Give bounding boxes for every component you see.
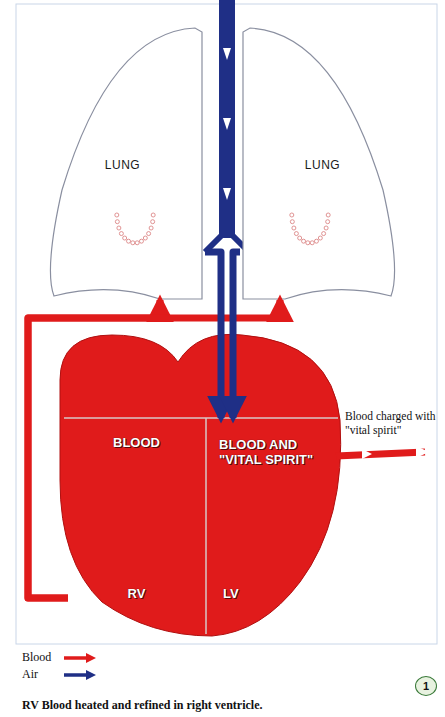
chamber-name: LV (223, 587, 239, 602)
alveolus (326, 213, 330, 217)
alveolus (123, 236, 127, 240)
alveolus (306, 241, 310, 245)
alveolus (119, 232, 123, 236)
flow-arrow (223, 118, 231, 130)
heart (60, 334, 341, 636)
legend-line (64, 673, 88, 677)
alveolus (294, 232, 298, 236)
legend-text: Blood (22, 650, 51, 665)
alveolus (149, 226, 153, 230)
alveolus (310, 241, 314, 245)
alveolus (135, 241, 139, 245)
artery (336, 452, 425, 456)
legend-text: Air (22, 667, 38, 682)
flow-arrow (362, 449, 372, 459)
legend-arrow (62, 669, 98, 681)
legend-arrow (62, 652, 98, 664)
alveolus (115, 213, 119, 217)
chamber-content: BLOOD AND "VITAL SPIRIT" (219, 438, 315, 468)
alveolus (298, 236, 302, 240)
legend-head (86, 653, 96, 663)
ventricle: BLOOD RV (68, 418, 205, 628)
alveolus (324, 226, 328, 230)
caption: RV Blood heated and refined in right ven… (22, 698, 412, 713)
lung: LUNG (40, 20, 205, 300)
alveolus (292, 226, 296, 230)
alveolus (302, 239, 306, 243)
lung-label: LUNG (240, 158, 405, 172)
alveolus (290, 220, 294, 224)
alveolus (131, 241, 135, 245)
chamber-content: BLOOD (68, 436, 205, 451)
bronchus (205, 236, 249, 252)
alveolus (314, 239, 318, 243)
flow-arrow (223, 188, 231, 200)
alveolus (115, 220, 119, 224)
alveolus (147, 232, 151, 236)
ventricle: BLOOD AND "VITAL SPIRIT" LV (207, 418, 335, 628)
septum (205, 418, 207, 634)
alveolus (117, 226, 121, 230)
trachea (219, 0, 235, 238)
alveolus (326, 220, 330, 224)
alveolus (143, 236, 147, 240)
alveolus (318, 236, 322, 240)
flow-arrow (416, 446, 429, 458)
chamber-name: RV (68, 587, 205, 602)
valve-line (64, 417, 338, 419)
alveolus (151, 213, 155, 217)
air-passage (205, 252, 221, 418)
callout-number: 1 (415, 676, 437, 696)
alveolus (322, 232, 326, 236)
alveolus (127, 239, 131, 243)
alveolus (139, 239, 143, 243)
lung: LUNG (240, 20, 405, 300)
annotation: Blood charged with "vital spirit" (345, 410, 441, 438)
legend-head (86, 670, 96, 680)
flow-arrow (223, 48, 231, 60)
alveolus (290, 213, 294, 217)
alveolus (151, 220, 155, 224)
lung-label: LUNG (40, 158, 205, 172)
air-passage (233, 252, 240, 418)
legend-line (64, 656, 88, 660)
